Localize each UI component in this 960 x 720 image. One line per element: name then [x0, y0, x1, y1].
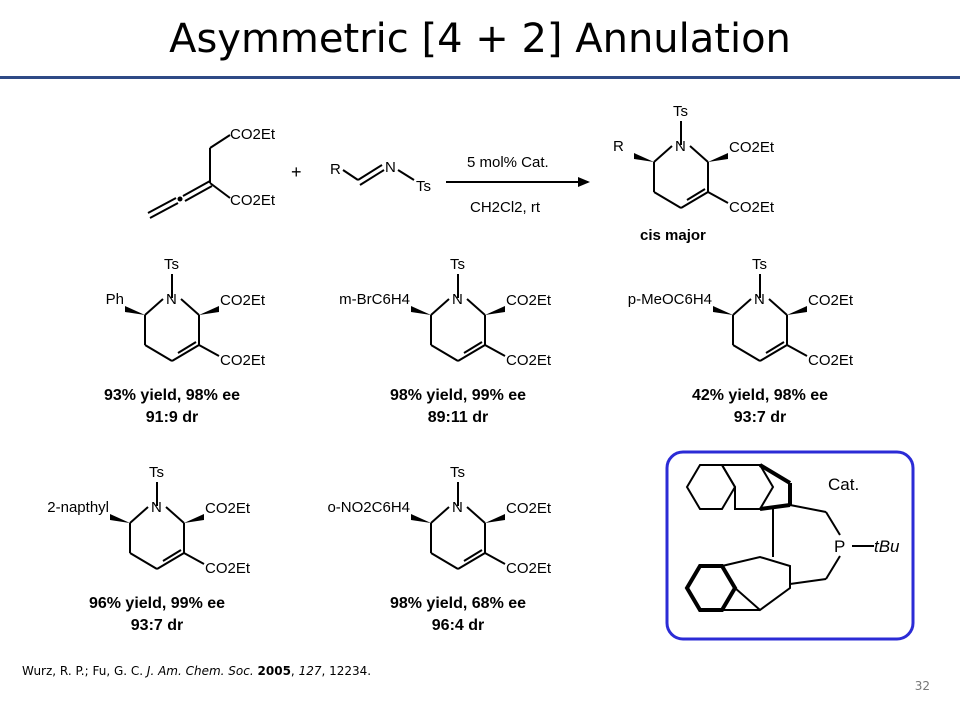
yield-ee-label: 93% yield, 98% ee: [104, 387, 240, 404]
product-ester-top: CO2Et: [729, 139, 775, 156]
yield-ee-label: 98% yield, 68% ee: [390, 595, 526, 612]
ring-n-label: N: [452, 291, 463, 308]
ring-ester-top: CO2Et: [205, 500, 251, 517]
ring-ester-bottom: CO2Et: [205, 560, 251, 577]
dr-label: 93:7 dr: [131, 617, 183, 634]
product-ester-bottom: CO2Et: [729, 199, 775, 216]
ring-n-label: N: [151, 499, 162, 516]
citation-year: 2005: [257, 664, 291, 678]
ring-ester-top: CO2Et: [808, 292, 854, 309]
substituent-label: 2-napthyl: [47, 499, 109, 516]
ring-ester-bottom: CO2Et: [808, 352, 854, 369]
product-ts-label: Ts: [673, 103, 688, 120]
allene-ester-top: CO2Et: [230, 126, 276, 143]
ring-n-label: N: [166, 291, 177, 308]
product-r-label: R: [613, 138, 624, 155]
imine-r-label: R: [330, 161, 341, 178]
allene-reagent: CO2Et CO2Et: [147, 126, 276, 219]
conditions-solvent: CH2Cl2, rt: [470, 199, 541, 216]
dr-label: 93:7 dr: [734, 409, 786, 426]
ring-ester-bottom: CO2Et: [506, 560, 552, 577]
ring-ester-top: CO2Et: [506, 292, 552, 309]
substituent-label: m-BrC6H4: [339, 291, 410, 308]
cis-major-label: cis major: [640, 227, 706, 244]
allene-ester-bottom: CO2Et: [230, 192, 276, 209]
ring-ester-top: CO2Et: [506, 500, 552, 517]
ring-ts-label: Ts: [450, 464, 465, 481]
catalyst-structure: Cat. P tBu: [665, 450, 915, 641]
plus-sign: +: [291, 162, 302, 182]
ring-n-label: N: [452, 499, 463, 516]
upper-naphthalene-ring-b: [720, 464, 775, 510]
reaction-scheme: CO2Et CO2Et + R N Ts 5 mol% Cat. CH2Cl2,…: [47, 103, 915, 641]
imine-ts-label: Ts: [416, 178, 431, 195]
citation-authors: Wurz, R. P.; Fu, G. C.: [22, 664, 144, 678]
substituent-label: o-NO2C6H4: [327, 499, 410, 516]
citation-pages: 12234.: [329, 664, 372, 678]
catalyst-box: [665, 450, 915, 641]
substituent-label: p-MeOC6H4: [628, 291, 712, 308]
ring-ts-label: Ts: [164, 256, 179, 273]
template-product: Ts N R CO2Et CO2Et: [613, 103, 775, 216]
ring-ester-bottom: CO2Et: [506, 352, 552, 369]
product-n-label: N: [675, 138, 686, 155]
dr-label: 91:9 dr: [146, 409, 198, 426]
ring-ts-label: Ts: [149, 464, 164, 481]
yield-ee-label: 96% yield, 99% ee: [89, 595, 225, 612]
phosphorus-label: P: [834, 537, 845, 556]
imine-reagent: R N Ts: [330, 159, 431, 195]
ring-n-label: N: [754, 291, 765, 308]
imine-n-label: N: [385, 159, 396, 176]
lower-naphthalene-ring-b: [720, 555, 791, 612]
conditions-catalyst: 5 mol% Cat.: [467, 154, 549, 171]
citation: Wurz, R. P.; Fu, G. C. J. Am. Chem. Soc.…: [22, 664, 371, 678]
yield-ee-label: 42% yield, 98% ee: [692, 387, 828, 404]
lower-naphthalene-ring-a: [684, 564, 738, 612]
ring-ester-bottom: CO2Et: [220, 352, 266, 369]
citation-journal: J. Am. Chem. Soc.: [146, 664, 254, 678]
citation-sep-2: ,: [321, 664, 330, 678]
ring-ts-label: Ts: [752, 256, 767, 273]
ring-ts-label: Ts: [450, 256, 465, 273]
ring-ester-top: CO2Et: [220, 292, 266, 309]
tbu-label: tBu: [874, 537, 900, 556]
citation-sep-1: ,: [290, 664, 299, 678]
yield-ee-label: 98% yield, 99% ee: [390, 387, 526, 404]
upper-naphthalene-ring-a: [685, 464, 737, 510]
citation-volume: 127: [298, 664, 322, 678]
substituent-label: Ph: [106, 291, 124, 308]
title-divider: [0, 76, 960, 79]
dr-label: 89:11 dr: [428, 409, 488, 426]
catalyst-label: Cat.: [828, 475, 859, 494]
page-number: 32: [914, 679, 930, 693]
dr-label: 96:4 dr: [432, 617, 484, 634]
slide-title: Asymmetric [4 + 2] Annulation: [169, 16, 791, 62]
